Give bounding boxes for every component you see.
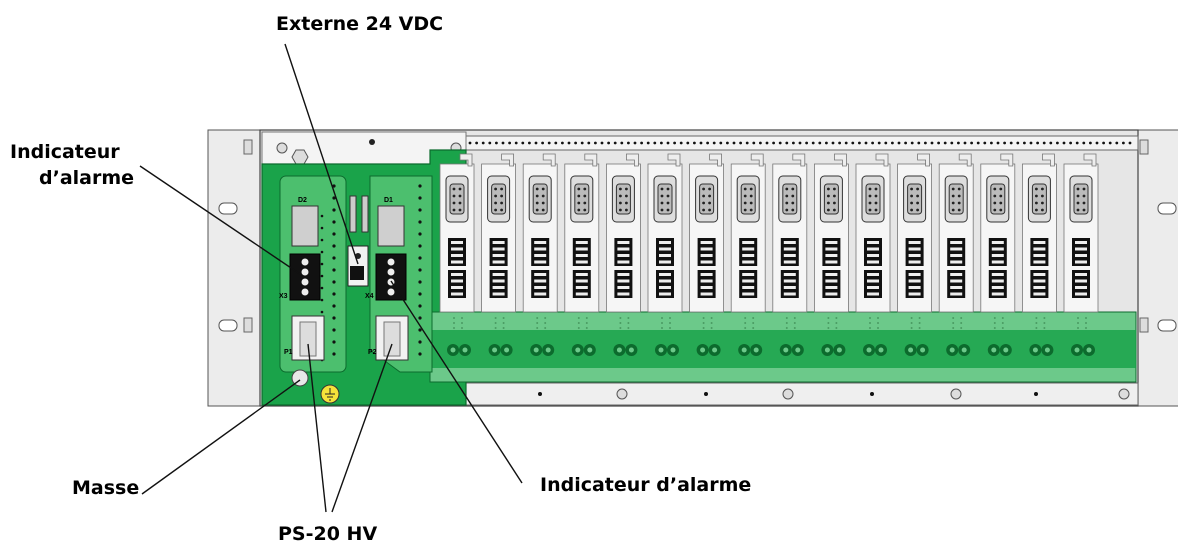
- fuse-1: [349, 195, 357, 233]
- leader-external-24vdc: [284, 43, 359, 265]
- top-plate-screw-left: [276, 142, 288, 154]
- io-module-slot: [522, 153, 558, 356]
- label-ground: Masse: [72, 477, 140, 499]
- top-plate-screw: [369, 139, 375, 145]
- io-module-slots: [439, 153, 1099, 356]
- io-module-slot: [1063, 153, 1099, 356]
- leader-alarm-right: [390, 280, 523, 484]
- label-alarm-indicator-left-line2: d’alarme: [39, 167, 135, 189]
- label-external-24vdc: Externe 24 VDC: [276, 13, 444, 35]
- p1-marking: P1: [284, 349, 293, 356]
- leader-ps20-left: [307, 343, 327, 513]
- io-module-slot: [897, 153, 932, 356]
- right-ear-slot-bottom: [1157, 319, 1177, 332]
- left-ear-tab-top: [243, 139, 253, 155]
- hex-standoff: [291, 149, 309, 165]
- pcb-vias: [320, 184, 422, 362]
- io-module-slot: [1022, 153, 1057, 356]
- right-ear-tab-top: [1139, 139, 1149, 155]
- left-mounting-ear: [207, 129, 261, 407]
- io-module-slot: [772, 153, 808, 356]
- io-module-slot: [814, 153, 849, 356]
- x4-marking: X4: [365, 293, 374, 300]
- d2-marking: D2: [298, 197, 307, 204]
- leader-lines: [139, 43, 523, 513]
- ground-screw: [291, 369, 309, 387]
- io-module-slot: [689, 153, 724, 356]
- io-module-slot: [481, 153, 517, 356]
- leader-alarm-left: [139, 165, 301, 275]
- io-module-slot: [855, 153, 891, 356]
- label-alarm-indicator-right: Indicateur d’alarme: [540, 474, 752, 496]
- io-module-slot: [938, 153, 974, 356]
- fuse-2: [361, 195, 369, 233]
- io-module-slot: [730, 153, 766, 356]
- io-module-slot: [980, 153, 1016, 356]
- right-ear-tab-bottom: [1139, 317, 1149, 333]
- top-rail-holes: [468, 141, 1132, 145]
- label-alarm-indicator-left-line1: Indicateur: [10, 141, 120, 163]
- leader-ps20-right: [331, 343, 393, 513]
- p2-marking: P2: [368, 349, 377, 356]
- left-ear-slot-bottom: [218, 319, 238, 332]
- leader-ground: [141, 379, 301, 495]
- io-module-slot: [439, 153, 475, 356]
- io-module-slot: [606, 153, 641, 356]
- x3-marking: X3: [279, 293, 288, 300]
- io-module-slot: [564, 153, 600, 356]
- left-ear-slot-top: [218, 202, 238, 215]
- io-module-slot: [647, 153, 683, 356]
- x3-screws: [301, 258, 309, 296]
- right-ear-slot-top: [1157, 202, 1177, 215]
- right-mounting-ear: [1137, 129, 1178, 407]
- d1-relay: [377, 205, 405, 247]
- external-24vdc-plug: [350, 266, 364, 280]
- d2-relay: [291, 205, 319, 247]
- label-ps20-hv: PS-20 HV: [278, 523, 378, 545]
- d1-marking: D1: [384, 197, 393, 204]
- left-ear-tab-bottom: [243, 317, 253, 333]
